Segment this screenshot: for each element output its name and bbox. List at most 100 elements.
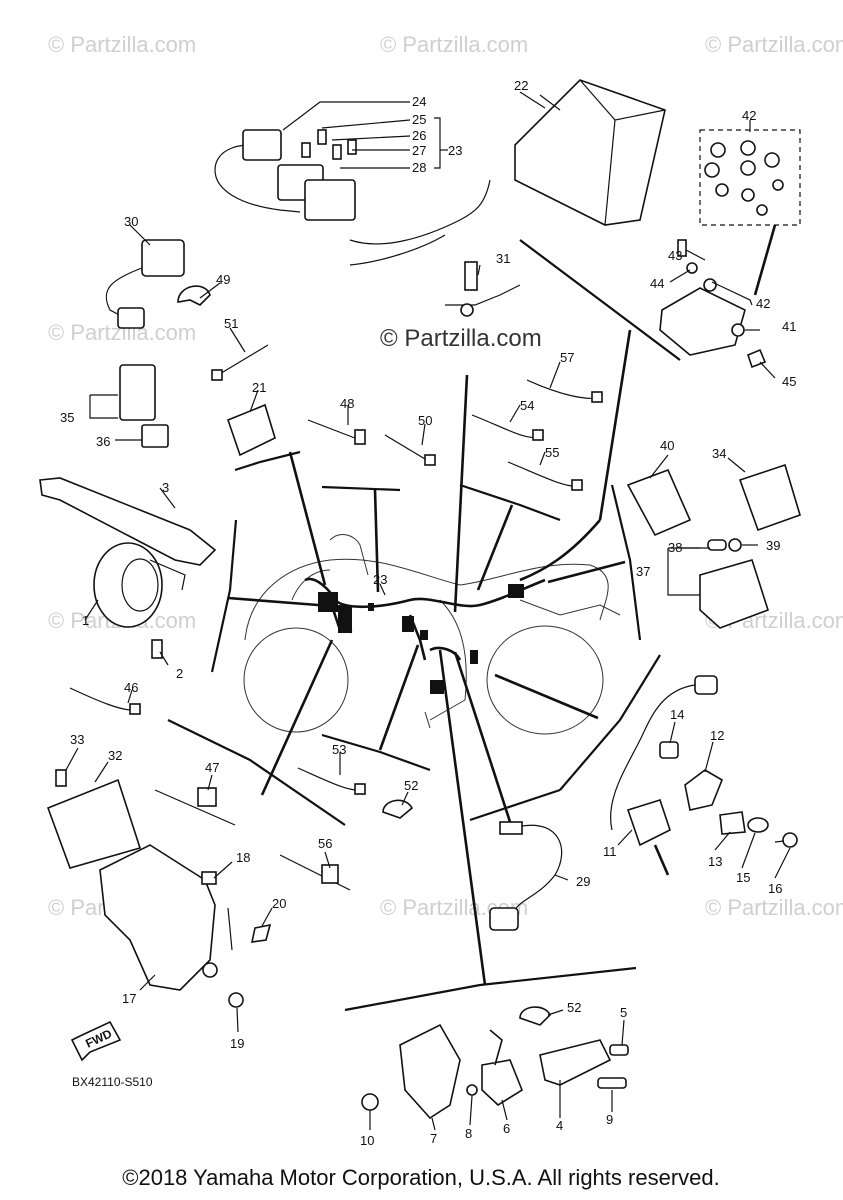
- callout-14: 14: [670, 707, 684, 722]
- watermark: © Partzilla.com: [705, 895, 843, 920]
- callout-23-harness: 23: [373, 572, 387, 587]
- callout-20: 20: [272, 896, 286, 911]
- tie-51: [211, 344, 269, 381]
- callout-54: 54: [520, 398, 534, 413]
- tie-47: [154, 787, 236, 826]
- callout-51: 51: [224, 316, 238, 331]
- callout-38: 38: [668, 540, 682, 555]
- copyright-notice: ©2018 Yamaha Motor Corporation, U.S.A. A…: [122, 1165, 719, 1190]
- wire-57: [526, 379, 603, 403]
- callout-17: 17: [122, 991, 136, 1006]
- callout-12: 12: [710, 728, 724, 743]
- callout-2: 2: [176, 666, 183, 681]
- callout-29: 29: [576, 874, 590, 889]
- starter-relay-37: [667, 538, 769, 629]
- watermark: © Partzilla.com: [48, 32, 196, 57]
- callout-48: 48: [340, 396, 354, 411]
- callout-44: 44: [650, 276, 664, 291]
- callout-40: 40: [660, 438, 674, 453]
- callout-25: 25: [412, 112, 426, 127]
- callout-1: 1: [82, 613, 89, 628]
- watermark: © Partzilla.com: [705, 32, 843, 57]
- relay-40: [626, 468, 692, 537]
- callout-56: 56: [318, 836, 332, 851]
- callout-16: 16: [768, 881, 782, 896]
- diagram-code: BX42110-S510: [72, 1075, 153, 1089]
- callout-23-main: 23: [448, 143, 462, 158]
- callout-42-ecu: 42: [756, 296, 770, 311]
- callout-55: 55: [545, 445, 559, 460]
- callout-26: 26: [412, 128, 426, 143]
- clip-52: [382, 799, 414, 819]
- callout-3: 3: [162, 480, 169, 495]
- holder-21: [226, 403, 276, 457]
- sensor-11-group: [610, 675, 798, 876]
- callout-numbers: 1 2 3 4 5 6 7 8 9 10 11 12 13 14 15 16 1…: [60, 78, 796, 1148]
- bracket-17: [99, 844, 272, 1008]
- ground-bolt-31: [445, 261, 521, 317]
- callout-41: 41: [782, 319, 796, 334]
- tie-56: [279, 854, 351, 891]
- regulator-32: [46, 769, 142, 869]
- callout-46: 46: [124, 680, 138, 695]
- section-frames: [167, 239, 681, 1012]
- callout-35: 35: [60, 410, 74, 425]
- callout-15: 15: [736, 870, 750, 885]
- leader-lines: [65, 91, 791, 1131]
- callout-36: 36: [96, 434, 110, 449]
- callout-52-bottom: 52: [567, 1000, 581, 1015]
- horn-bracket: [39, 477, 217, 659]
- callout-50: 50: [418, 413, 432, 428]
- callout-57: 57: [560, 350, 574, 365]
- pointer-arrows: [227, 329, 632, 986]
- watermark: © Partzilla.com: [380, 32, 528, 57]
- ecu-unit: [659, 239, 767, 369]
- callout-52-mid: 52: [404, 778, 418, 793]
- callout-5: 5: [620, 1005, 627, 1020]
- watermarks: © Partzilla.com © Partzilla.com © Partzi…: [48, 32, 843, 920]
- fwd-arrow: FWD: [70, 1020, 122, 1062]
- relay-34: [738, 463, 801, 532]
- callout-28: 28: [412, 160, 426, 175]
- wire-54: [471, 414, 544, 441]
- tie-46: [69, 687, 141, 715]
- tie-50: [384, 434, 436, 466]
- bolt-kit: [699, 129, 801, 296]
- callout-49: 49: [216, 272, 230, 287]
- callout-21: 21: [252, 380, 266, 395]
- callout-8: 8: [465, 1126, 472, 1141]
- lower-sensor-group: [361, 1006, 629, 1120]
- battery: [514, 79, 666, 226]
- callout-7: 7: [430, 1131, 437, 1146]
- clip-49: [177, 285, 211, 306]
- connector-30: [105, 239, 185, 329]
- callout-33: 33: [70, 732, 84, 747]
- motorcycle-outline: [243, 534, 621, 735]
- callout-53: 53: [332, 742, 346, 757]
- fuse-box-group: [214, 101, 491, 266]
- callout-39: 39: [766, 538, 780, 553]
- wire-harness: [304, 577, 546, 694]
- callout-24: 24: [412, 94, 426, 109]
- callout-4: 4: [556, 1118, 563, 1133]
- tie-53: [297, 767, 366, 795]
- callout-19: 19: [230, 1036, 244, 1051]
- wire-55: [507, 461, 583, 491]
- callout-37: 37: [636, 564, 650, 579]
- callout-43: 43: [668, 248, 682, 263]
- callout-6: 6: [503, 1121, 510, 1136]
- callout-27: 27: [412, 143, 426, 158]
- callout-10: 10: [360, 1133, 374, 1148]
- callout-31: 31: [496, 251, 510, 266]
- callout-42-kit: 42: [742, 108, 756, 123]
- callout-32: 32: [108, 748, 122, 763]
- callout-30: 30: [124, 214, 138, 229]
- callout-22: 22: [514, 78, 528, 93]
- callout-18: 18: [236, 850, 250, 865]
- callout-45: 45: [782, 374, 796, 389]
- callout-11: 11: [603, 844, 617, 859]
- tie-48: [307, 419, 366, 445]
- center-watermark: © Partzilla.com: [380, 325, 542, 352]
- callout-34: 34: [712, 446, 726, 461]
